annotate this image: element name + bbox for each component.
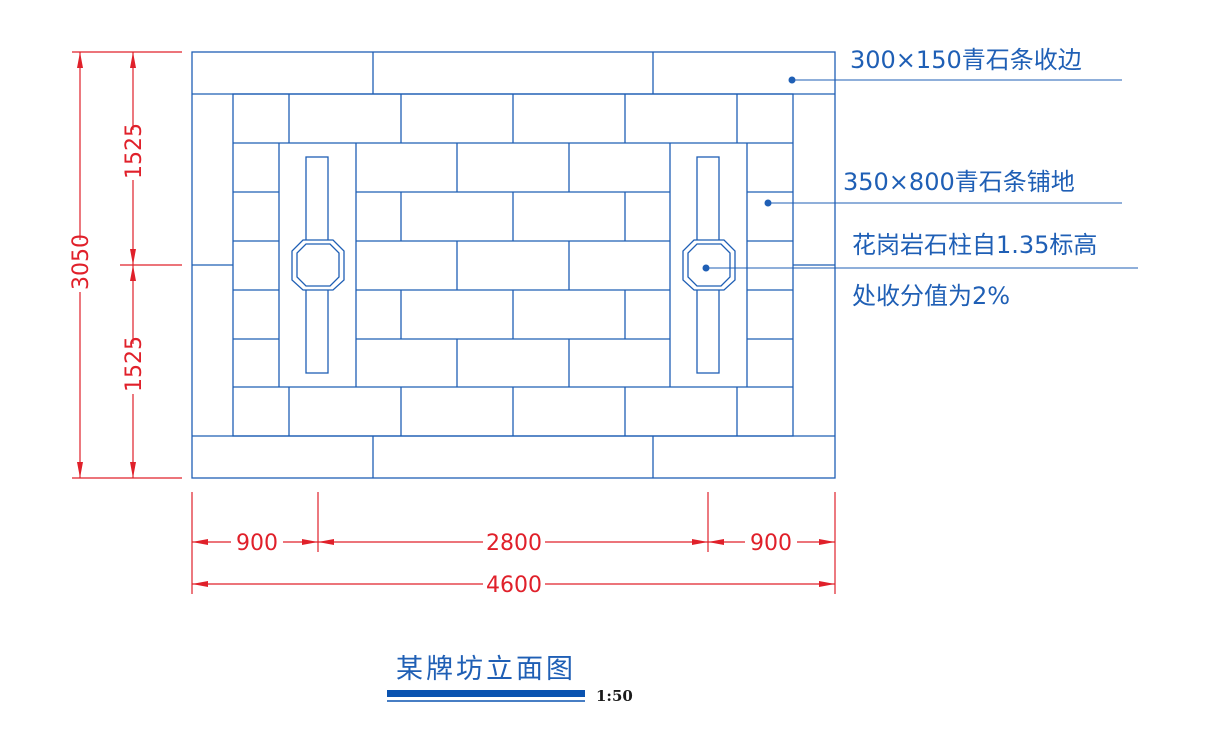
drawing-title: 某牌坊立面图 1:50 bbox=[387, 654, 633, 705]
dim-middle-width: 2800 bbox=[486, 531, 542, 556]
horizontal-dimensions: 900 2800 900 4600 bbox=[191, 492, 836, 598]
annotation-pillar: 花岗岩石柱自1.35标高 处收分值为2% bbox=[702, 231, 1138, 310]
title-underline-thick bbox=[387, 690, 585, 697]
dim-right-width: 900 bbox=[750, 531, 792, 556]
title-text: 某牌坊立面图 bbox=[396, 654, 576, 685]
paving-plan bbox=[191, 51, 836, 479]
dim-lower-height: 1525 bbox=[122, 336, 147, 392]
vertical-dimensions: 3050 1525 1525 bbox=[69, 51, 182, 479]
dim-upper-height: 1525 bbox=[122, 123, 147, 179]
pillar-note-line1: 花岗岩石柱自1.35标高 bbox=[852, 231, 1097, 259]
edge-strip-note: 300×150青石条收边 bbox=[850, 46, 1082, 74]
annotation-edge-strip: 300×150青石条收边 bbox=[788, 46, 1122, 84]
dim-overall-height: 3050 bbox=[69, 234, 94, 290]
annotation-paving: 350×800青石条铺地 bbox=[764, 168, 1122, 207]
left-pillar bbox=[291, 156, 345, 374]
right-pillar bbox=[682, 156, 736, 374]
paving-note: 350×800青石条铺地 bbox=[843, 168, 1075, 196]
dim-overall-width: 4600 bbox=[486, 573, 542, 598]
title-scale: 1:50 bbox=[596, 687, 633, 705]
pillar-note-line2: 处收分值为2% bbox=[852, 282, 1010, 310]
dim-left-width: 900 bbox=[236, 531, 278, 556]
